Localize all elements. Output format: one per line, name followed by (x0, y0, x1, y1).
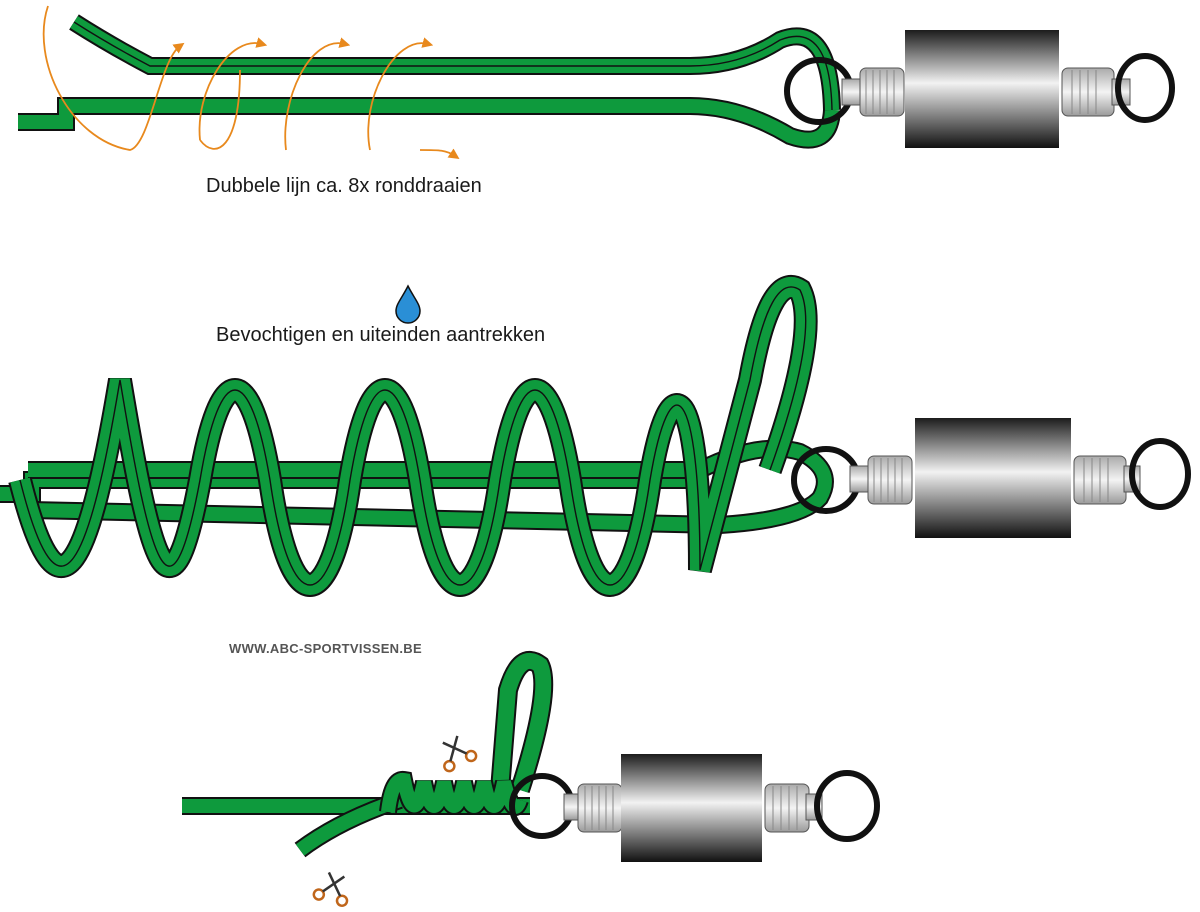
step2-coils (8, 275, 818, 597)
water-drop-icon (395, 284, 421, 324)
step3-figure (182, 651, 880, 908)
scissors-icon[interactable] (435, 732, 478, 773)
knot-wraps (379, 770, 529, 816)
swivel-icon (849, 418, 1191, 538)
step1-figure (18, 5, 1175, 159)
step2-caption: Bevochtigen en uiteinden aantrekken (216, 324, 546, 346)
scissors-icon[interactable] (312, 870, 353, 908)
swivel-icon (841, 30, 1175, 148)
step1-upper-line (69, 14, 841, 111)
swivel-icon (563, 754, 880, 862)
twist-arrows (42, 5, 460, 159)
website-link[interactable]: WWW.ABC-SPORTVISSEN.BE (229, 641, 422, 656)
step1-lower-line (18, 97, 841, 149)
step1-caption: Dubbele lijn ca. 8x ronddraaien (206, 175, 482, 197)
step2-figure (0, 275, 1191, 597)
